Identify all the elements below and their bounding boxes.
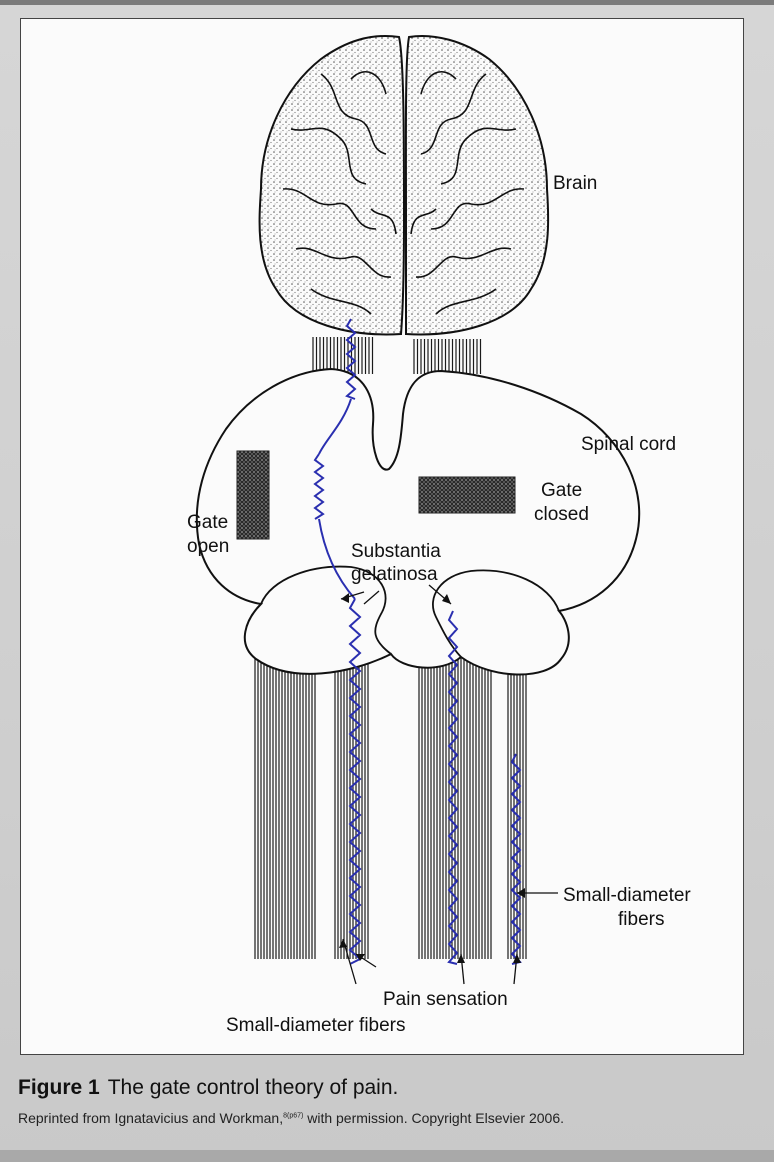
label-gate-open-1: Gate [187, 512, 228, 533]
gate-open-block [237, 451, 269, 539]
figure-credit: Reprinted from Ignatavicius and Workman,… [18, 1110, 564, 1126]
label-small-fibers-right-2: fibers [618, 909, 664, 930]
label-pain-sensation: Pain sensation [383, 989, 508, 1010]
figure-caption: Figure 1 The gate control theory of pain. [18, 1076, 398, 1100]
label-spinal-cord: Spinal cord [581, 434, 676, 455]
credit-text-before: Reprinted from Ignatavicius and Workman, [18, 1110, 283, 1126]
label-gate-closed-2: closed [534, 504, 589, 525]
label-small-fibers-right-1: Small-diameter [563, 885, 691, 906]
figure-number: Figure 1 [18, 1076, 100, 1099]
lower-bundle-1 [255, 629, 315, 959]
label-gate-open-2: open [187, 536, 229, 557]
label-small-fibers-bottom: Small-diameter fibers [226, 1015, 406, 1036]
label-substantia: Substantia [351, 541, 441, 562]
top-border [0, 0, 774, 5]
credit-text-after: with permission. Copyright Elsevier 2006… [303, 1110, 564, 1126]
upper-bundle-right [414, 339, 481, 374]
pain-fiber-lower-3 [512, 754, 520, 964]
figure-title: The gate control theory of pain. [108, 1076, 399, 1099]
label-brain: Brain [553, 173, 597, 194]
upper-bundle-left [313, 337, 373, 374]
label-gate-closed-1: Gate [541, 480, 582, 501]
diagram-panel: Brain Spinal cord Gate closed Gate open … [20, 18, 744, 1055]
credit-superscript: 8(p67) [283, 1112, 303, 1119]
gate-control-diagram: Brain Spinal cord Gate closed Gate open … [21, 19, 743, 1054]
gate-closed-block [419, 477, 515, 513]
label-gelatinosa: gelatinosa [351, 564, 438, 585]
brain-illustration [260, 36, 549, 334]
bottom-border [0, 1150, 774, 1162]
